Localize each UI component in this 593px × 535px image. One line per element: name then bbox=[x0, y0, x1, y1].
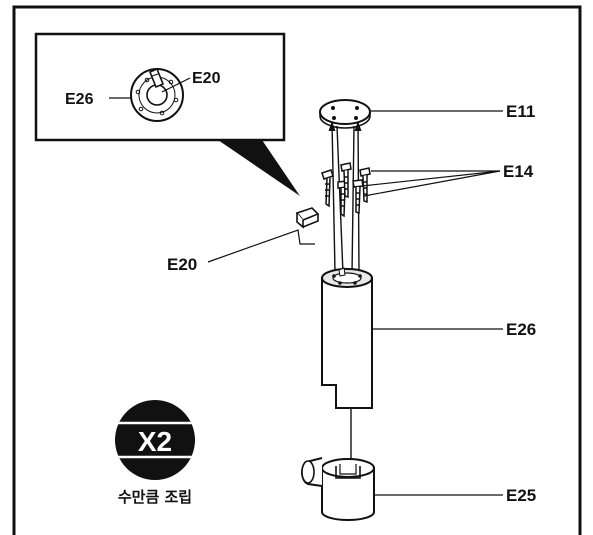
inset-leader-e20 bbox=[161, 77, 191, 93]
inset-pointer bbox=[218, 140, 300, 196]
leader-e14 bbox=[361, 170, 501, 197]
label-e14: E14 bbox=[503, 162, 534, 181]
part-e26-tube bbox=[321, 267, 373, 409]
part-e14-screws bbox=[321, 162, 371, 218]
badge-circle bbox=[115, 400, 195, 480]
inset-flange-icon bbox=[130, 67, 184, 122]
inset-label-e26: E26 bbox=[65, 91, 94, 108]
label-e25: E25 bbox=[506, 486, 536, 505]
badge-caption: 수만큼 조립 bbox=[118, 488, 192, 506]
label-e20: E20 bbox=[167, 255, 197, 274]
part-e20-clip bbox=[295, 207, 320, 229]
part-e11-plate bbox=[319, 99, 371, 129]
quantity-badge: X2 수만큼 조립 bbox=[115, 400, 195, 506]
inset-label-e20: E20 bbox=[192, 70, 221, 87]
label-e26: E26 bbox=[506, 320, 536, 339]
outer-frame bbox=[12, 5, 582, 535]
inset-detail: E26 E20 bbox=[34, 32, 300, 196]
badge-multiplier: X2 bbox=[138, 426, 172, 457]
leader-e20 bbox=[207, 229, 315, 263]
label-e11: E11 bbox=[506, 102, 535, 121]
part-e25-base bbox=[301, 457, 375, 521]
